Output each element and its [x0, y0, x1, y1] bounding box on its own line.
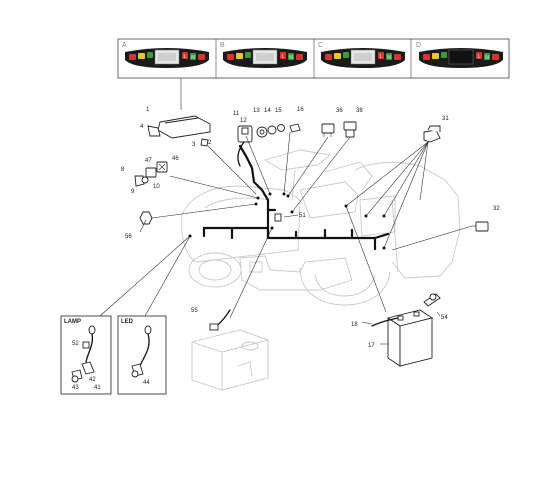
part-32-connector [472, 221, 489, 232]
warning-lamp-red-right [394, 54, 401, 60]
part-switches [321, 121, 357, 138]
label-55: 55 [191, 308, 198, 314]
label-2: 2 [208, 140, 212, 146]
warning-lamp-yellow [236, 53, 243, 59]
warning-lamp-green [147, 52, 153, 58]
part-51-connector [274, 213, 282, 222]
led-inset: LED 44 [117, 315, 167, 395]
indicator-low-lamp [378, 52, 384, 59]
warning-lamp-red [129, 54, 136, 60]
led-inset-title: LED [121, 319, 134, 325]
label-9: 9 [131, 189, 135, 195]
panel-display [448, 49, 474, 65]
indicator-low-symbol: L [380, 54, 383, 60]
indicator-neutral-symbol: N [387, 55, 391, 61]
label-15: 15 [275, 108, 282, 114]
label-46: 46 [172, 156, 179, 162]
warning-lamp-green [441, 52, 447, 58]
label-41: 41 [94, 385, 101, 391]
indicator-low-lamp [476, 52, 482, 59]
label-56: 56 [125, 234, 132, 240]
indicator-neutral-symbol: N [191, 55, 195, 61]
label-31: 31 [442, 116, 449, 122]
tractor-outline [181, 149, 461, 306]
lamp-inset-title: LAMP [64, 319, 81, 325]
display-screen [354, 53, 372, 61]
part-56-sensor [139, 211, 153, 225]
label-8: 8 [121, 167, 125, 173]
display-screen [256, 53, 274, 61]
label-42: 42 [89, 377, 96, 383]
indicator-low-symbol: L [282, 54, 285, 60]
label-1: 1 [146, 107, 150, 113]
part-key-switch [237, 123, 301, 167]
harness-junction-dots [188, 192, 386, 250]
label-12: 12 [240, 118, 247, 124]
label-52: 52 [72, 341, 79, 347]
warning-lamp-red [325, 54, 332, 60]
label-38: 38 [356, 108, 363, 114]
indicator-neutral-lamp [190, 53, 196, 60]
label-36: 36 [336, 108, 343, 114]
label-14: 14 [264, 108, 271, 114]
warning-lamp-red-right [296, 54, 303, 60]
label-32: 32 [493, 206, 500, 212]
indicator-low-lamp [280, 52, 286, 59]
leader-lines [99, 131, 473, 345]
warning-lamp-red-right [198, 54, 205, 60]
part-31-relay [423, 125, 441, 143]
panel-letter: C [318, 42, 323, 49]
indicator-neutral-lamp [484, 53, 490, 60]
label-16: 16 [297, 107, 304, 113]
indicator-low-lamp [182, 52, 188, 59]
label-54: 54 [441, 315, 448, 321]
part-number-labels: 1 4 3 2 11 12 13 14 15 16 36 38 31 47 46… [121, 107, 500, 349]
label-44: 44 [143, 380, 150, 386]
indicator-low-symbol: L [184, 54, 187, 60]
warning-lamp-red-right [492, 54, 499, 60]
label-47: 47 [145, 158, 152, 164]
indicator-neutral-symbol: N [485, 55, 489, 61]
label-3: 3 [192, 142, 196, 148]
warning-lamp-green [245, 52, 251, 58]
part-fuel-tank [191, 309, 269, 391]
label-13: 13 [253, 108, 260, 114]
warning-lamp-red [423, 54, 430, 60]
panel-letter: A [122, 42, 127, 49]
warning-lamp-yellow [334, 53, 341, 59]
part-plugs-left [134, 161, 168, 187]
part-dashboard-module [147, 115, 211, 147]
panel-letter: B [220, 42, 225, 49]
lamp-inset: LAMP 52 42 43 41 [60, 315, 112, 395]
label-17: 17 [368, 343, 375, 349]
label-11: 11 [233, 111, 240, 117]
warning-lamp-yellow [432, 53, 439, 59]
indicator-neutral-symbol: N [289, 55, 293, 61]
main-wiring-harness [202, 144, 390, 251]
warning-lamp-yellow [138, 53, 145, 59]
label-51: 51 [299, 213, 306, 219]
part-battery [371, 293, 441, 367]
warning-lamp-red [227, 54, 234, 60]
label-4: 4 [140, 124, 144, 130]
label-18: 18 [351, 322, 358, 328]
indicator-low-symbol: L [478, 54, 481, 60]
display-screen [158, 53, 176, 61]
indicator-neutral-lamp [288, 53, 294, 60]
indicator-neutral-lamp [386, 53, 392, 60]
panel-letter: D [416, 42, 421, 49]
label-10: 10 [153, 184, 160, 190]
warning-lamp-green [343, 52, 349, 58]
label-43: 43 [72, 385, 79, 391]
